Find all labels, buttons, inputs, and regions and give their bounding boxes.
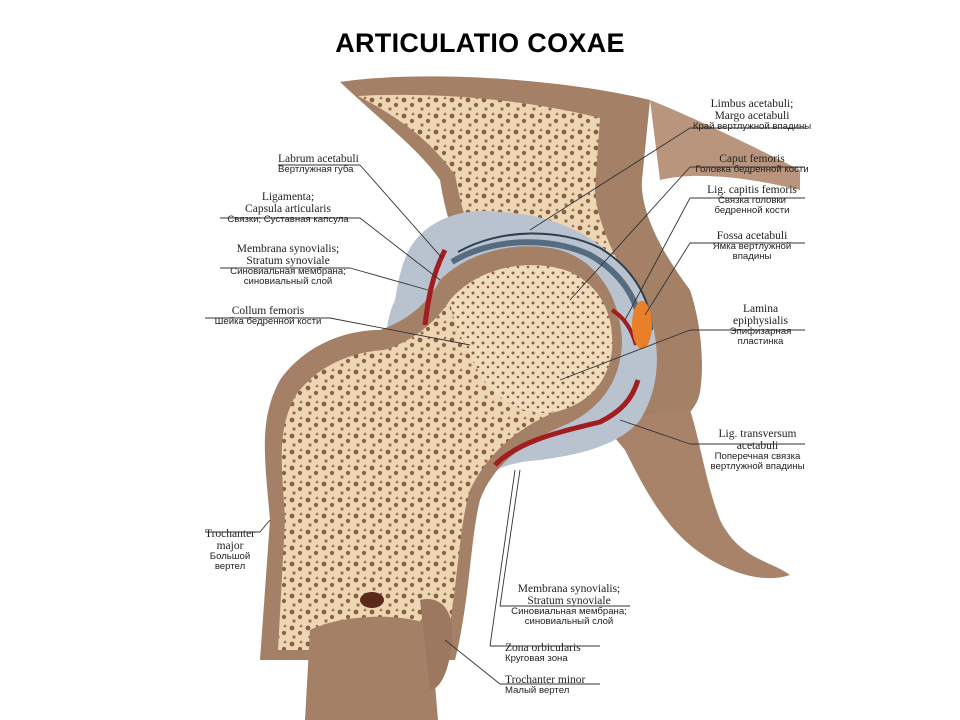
label-limbus-rus: Край вертлужной впадины	[692, 121, 812, 133]
label-caput-lat: Caput femoris	[719, 153, 785, 165]
label-trochanter-major-rus2: вертел	[214, 561, 246, 573]
label-membrana-top-lat2: Stratum synoviale	[246, 255, 330, 268]
label-labrum-rus: Вертлужная губа	[278, 164, 354, 176]
label-ligamenta: Ligamenta; Capsula articularis Связки; С…	[218, 191, 358, 225]
label-lig-capitis-rus1: Связка головки	[717, 195, 787, 207]
label-membrana-top-lat1: Membrana synovialis;	[236, 243, 340, 255]
femur-shaft-lower	[305, 616, 438, 720]
acetabular-cartilage	[457, 232, 653, 331]
page-title: ARTICULATIO COXAE	[335, 28, 625, 58]
label-ligamenta-lat2: Capsula articularis	[245, 203, 331, 216]
label-membrana-bottom: Membrana synovialis; Stratum synoviale С…	[500, 583, 638, 627]
label-membrana-bottom-rus2: синовиальный слой	[524, 616, 614, 628]
label-zona-lat: Zona orbicularis	[505, 642, 581, 654]
synovial-membrane-bottom	[493, 379, 641, 467]
femoral-head	[450, 265, 613, 413]
label-fossa-lat: Fossa acetabuli	[716, 230, 788, 242]
label-lig-transversum-rus1: Поперечная связка	[714, 451, 801, 463]
label-limbus-lat1: Limbus acetabuli;	[710, 98, 794, 110]
label-lig-capitis: Lig. capitis femoris Связка головки бедр…	[692, 184, 812, 216]
label-membrana-bottom-rus1: Синовиальная мембрана;	[511, 606, 627, 618]
trochanter-minor-bone	[420, 599, 453, 690]
label-trochanter-minor: Trochanter minor Малый вертел	[505, 674, 615, 696]
label-zona: Zona orbicularis Круговая зона	[505, 642, 615, 664]
label-trochanter-minor-lat: Trochanter minor	[505, 674, 586, 686]
label-lamina: Lamina epiphysialis Эпифизарная пластинк…	[708, 303, 813, 347]
label-ligamenta-lat1: Ligamenta;	[261, 191, 315, 203]
fossa-fat-pad	[632, 301, 652, 349]
label-lamina-rus1: Эпифизарная	[729, 326, 792, 338]
label-caput: Caput femoris Головка бедренной кости	[692, 153, 812, 175]
medullary-cavity	[360, 592, 384, 608]
label-limbus-lat2: Margo acetabuli	[714, 110, 790, 123]
label-caput-rus: Головка бедренной кости	[695, 164, 809, 176]
label-lig-capitis-lat: Lig. capitis femoris	[707, 184, 797, 196]
label-trochanter-major-rus1: Большой	[209, 551, 251, 563]
label-lig-transversum-lat2: acetabuli	[736, 440, 779, 453]
ischium-bone	[600, 410, 790, 579]
label-trochanter-major: Trochanter major Большой вертел	[200, 528, 260, 572]
label-trochanter-major-lat2: major	[216, 540, 244, 553]
label-ligamenta-rus: Связки; Суставная капсула	[227, 214, 349, 226]
label-trochanter-minor-rus: Малый вертел	[505, 685, 570, 697]
pelvic-rim-right	[650, 100, 800, 190]
label-fossa-rus2: впадины	[732, 251, 772, 263]
label-lig-transversum: Lig. transversum acetabuli Поперечная св…	[700, 428, 815, 472]
label-fossa: Fossa acetabuli Ямка вертлужной впадины	[692, 230, 812, 262]
label-lamina-lat1: Lamina	[742, 303, 779, 315]
label-fossa-rus1: Ямка вертлужной	[712, 241, 792, 253]
label-collum-lat: Collum femoris	[231, 305, 305, 317]
label-membrana-bottom-lat1: Membrana synovialis;	[517, 583, 621, 595]
label-collum: Collum femoris Шейка бедренной кости	[203, 305, 333, 327]
label-lig-transversum-rus2: вертлужной впадины	[710, 461, 805, 473]
label-membrana-bottom-lat2: Stratum synoviale	[527, 595, 611, 608]
label-membrana-top-rus1: Синовиальная мембрана;	[230, 266, 346, 278]
label-trochanter-major-lat1: Trochanter	[204, 528, 256, 540]
label-labrum-lat: Labrum acetabuli	[278, 153, 359, 165]
label-lig-transversum-lat1: Lig. transversum	[718, 428, 797, 440]
label-lamina-rus2: пластинка	[737, 336, 784, 348]
label-membrana-top-rus2: синовиальный слой	[243, 276, 333, 288]
label-zona-rus: Круговая зона	[505, 653, 568, 665]
label-limbus: Limbus acetabuli; Margo acetabuli Край в…	[692, 98, 812, 132]
label-labrum: Labrum acetabuli Вертлужная губа	[278, 153, 368, 175]
articular-cartilage	[450, 239, 643, 331]
label-lig-capitis-rus2: бедренной кости	[714, 205, 790, 217]
leader-lines	[205, 127, 805, 685]
label-lamina-lat2: epiphysialis	[733, 315, 788, 328]
label-collum-rus: Шейка бедренной кости	[214, 316, 322, 328]
label-membrana-top: Membrana synovialis; Stratum synoviale С…	[218, 243, 358, 287]
